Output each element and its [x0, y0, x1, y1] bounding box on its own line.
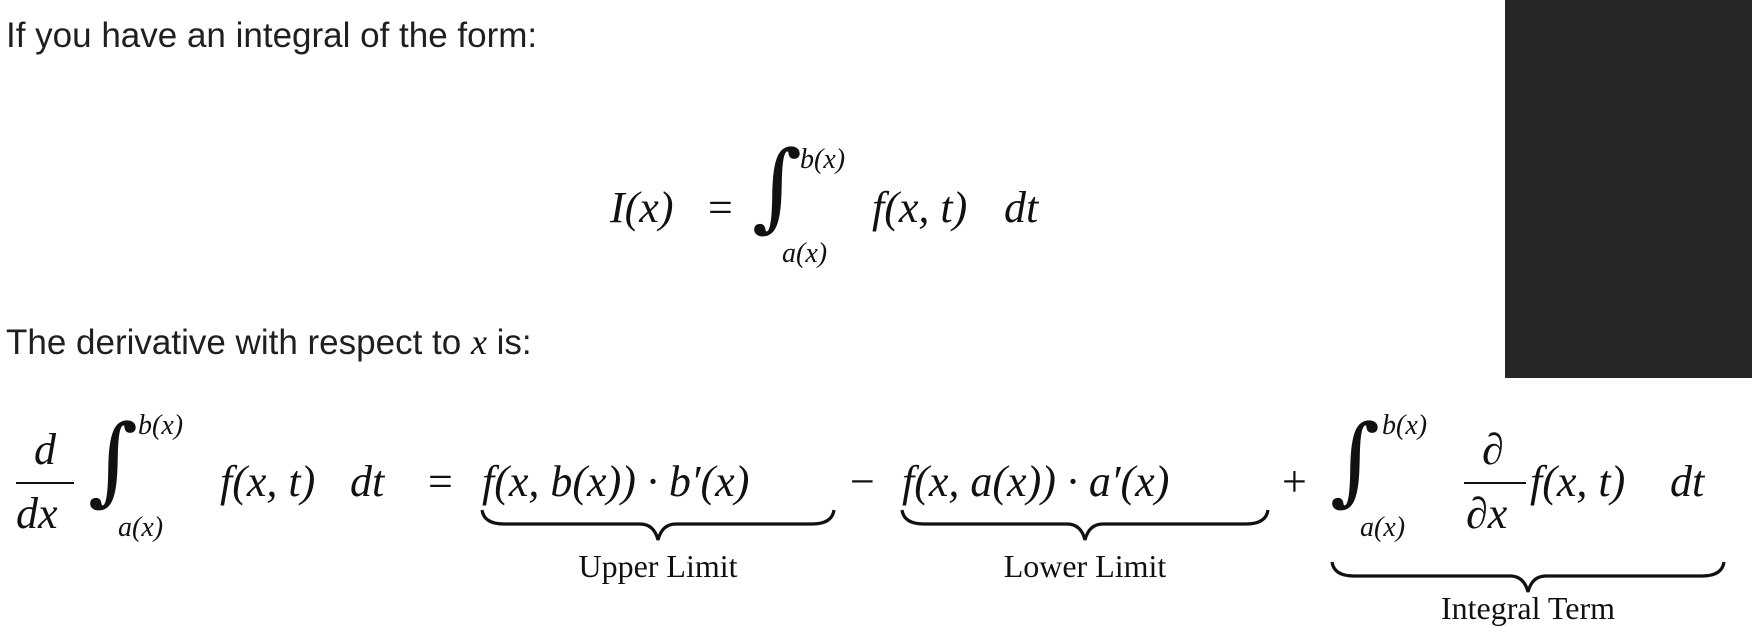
underbrace-upper-icon [480, 509, 836, 541]
underbrace-integral-icon [1330, 561, 1726, 593]
label-lower-limit: Lower Limit [1003, 548, 1167, 584]
eq2-frac-den: dx [16, 489, 58, 538]
eq2-term-upper-limit: f(x, b(x)) · b′(x) [482, 457, 750, 506]
eq1-integral-sign: ∫ [752, 130, 803, 242]
intro-text: If you have an integral of the form: [6, 16, 538, 55]
eq2-integral-sign: ∫ [88, 404, 139, 516]
eq2-term3-differential: dt [1670, 457, 1705, 506]
eq1-lhs: I(x) [610, 183, 674, 232]
eq2-equals: = [428, 457, 453, 506]
eq2-frac-num: d [34, 425, 56, 474]
eq2-term3-frac-bar [1464, 482, 1526, 484]
eq2-upper-limit: b(x) [138, 410, 184, 441]
label-integral-term: Integral Term [1441, 590, 1615, 626]
eq2-frac-bar [16, 482, 74, 484]
eq2-term3-upper-limit: b(x) [1382, 410, 1428, 441]
eq2-differential: dt [350, 457, 385, 506]
dark-side-panel [1505, 0, 1752, 378]
eq2-term3-integral-sign: ∫ [1330, 404, 1381, 516]
eq2-term3-partial-den: ∂x [1466, 489, 1508, 538]
eq2-derivative-operator: d dx [16, 420, 74, 540]
eq2-term3-lower-limit: a(x) [1360, 512, 1406, 543]
eq2-term3-integrand: f(x, t) [1530, 457, 1626, 506]
eq1-upper-limit: b(x) [800, 144, 846, 175]
derivative-intro-variable: x [470, 322, 487, 362]
eq1-equals: = [708, 183, 733, 232]
label-upper-limit: Upper Limit [578, 548, 738, 584]
underbrace-lower-icon [900, 509, 1270, 541]
eq1-differential: dt [1004, 183, 1039, 232]
derivative-intro-before: The derivative with respect to [6, 323, 471, 362]
eq2-minus: − [850, 457, 875, 506]
derivative-intro-text: The derivative with respect to x is: [6, 322, 532, 363]
eq2-plus: + [1282, 457, 1307, 506]
eq1-integrand: f(x, t) [872, 183, 968, 232]
eq2-term3-partial-num: ∂ [1482, 425, 1504, 474]
eq2-integrand: f(x, t) [220, 457, 316, 506]
eq2-term3-partial-operator: ∂ ∂x [1464, 420, 1526, 540]
eq2-lower-limit: a(x) [118, 512, 164, 543]
integral-definition-equation: I(x) = ∫ b(x) a(x) f(x, t) dt [0, 0, 1500, 300]
derivative-intro-after-text: is: [486, 323, 532, 362]
eq1-lower-limit: a(x) [782, 238, 828, 269]
eq2-term-lower-limit: f(x, a(x)) · a′(x) [902, 457, 1170, 506]
